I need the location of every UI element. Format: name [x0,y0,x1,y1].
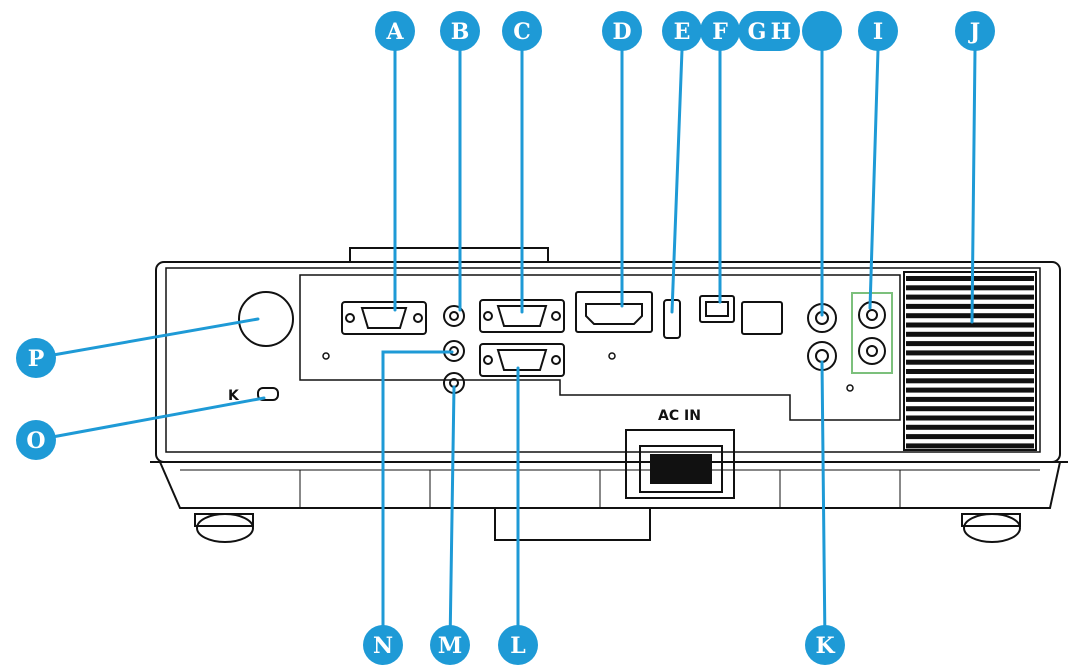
callout-label: D [612,19,631,45]
callout-circle [16,338,56,378]
rs232-port [341,301,427,335]
callout-label: B [451,19,470,45]
callout-label: C [513,19,531,45]
vent-slot [906,443,1034,449]
hdmi-port [575,291,653,333]
callout-label: N [373,633,393,659]
callout-circle [440,11,480,51]
vent-grille [903,271,1037,451]
vent-slot [906,378,1034,384]
vent-slot [906,387,1034,393]
lan-port [741,301,783,335]
callout-label: G [748,19,767,45]
vga-ports [479,299,565,377]
vent-slot [906,359,1034,365]
callout-label: P [28,346,45,372]
screw-dots [322,352,854,392]
callout-label: A [385,19,404,45]
callout-circle [375,11,415,51]
callout-M: M [430,625,470,665]
vent-slot [906,415,1034,421]
callout-D: D [602,11,642,51]
callout-label: F [712,19,728,45]
callout-circle [858,11,898,51]
callout-H: H [771,19,792,45]
callout-A: A [375,11,415,51]
callout-F: F [700,11,740,51]
rca-audio-group [851,292,893,374]
callout-label: E [674,19,691,45]
vent-slot [906,331,1034,337]
callout-circle [16,420,56,460]
callout-circle [498,625,538,665]
callout-circle [502,11,542,51]
callout-blank [802,11,842,51]
callout-P: P [16,338,56,378]
callout-circle [662,11,702,51]
callout-label: H [771,19,792,45]
callout-N: N [363,625,403,665]
callout-circle [955,11,995,51]
callout-circle [700,11,740,51]
ac-in-socket: AC IN [625,408,735,499]
vent-slot [906,424,1034,430]
callout-label: I [873,19,883,45]
callout-gh-pill [738,11,800,51]
callout-circle [363,625,403,665]
vent-slot [906,285,1034,291]
callout-circle [602,11,642,51]
svg-text:K: K [228,388,240,404]
vent-slot [906,276,1034,281]
callout-E: E [662,11,702,51]
callout-label: L [510,633,525,659]
projector-body [150,247,1068,543]
vent-slot [906,341,1034,347]
callout-G: G [748,19,767,45]
vent-slot [906,350,1034,356]
callout-I: I [858,11,898,51]
vent-slot [906,322,1034,328]
speaker-circle [238,291,294,347]
callout-lines [34,48,977,647]
callout-circle [430,625,470,665]
callout-circle [802,11,842,51]
vent-slot [906,303,1034,309]
svg-text:AC IN: AC IN [658,408,701,424]
callout-O: O [16,420,56,460]
callout-circle [805,625,845,665]
vent-slot [906,434,1034,440]
vent-slot [906,406,1034,412]
callout-label: O [26,428,45,454]
callout-K: K [805,625,845,665]
callout-B: B [440,11,480,51]
callout-L: L [498,625,538,665]
vent-frame [903,271,1037,451]
kensington-lock: K [228,387,279,404]
vent-slot [906,313,1034,319]
callout-label: J [968,19,980,45]
vent-slot [906,369,1034,374]
callout-C: C [502,11,542,51]
callout-J: J [955,11,995,51]
vent-slot [906,294,1034,300]
usb-b-port [699,295,735,323]
callout-label: K [815,633,835,659]
callout-label: M [438,633,462,659]
vent-slot [906,396,1034,402]
